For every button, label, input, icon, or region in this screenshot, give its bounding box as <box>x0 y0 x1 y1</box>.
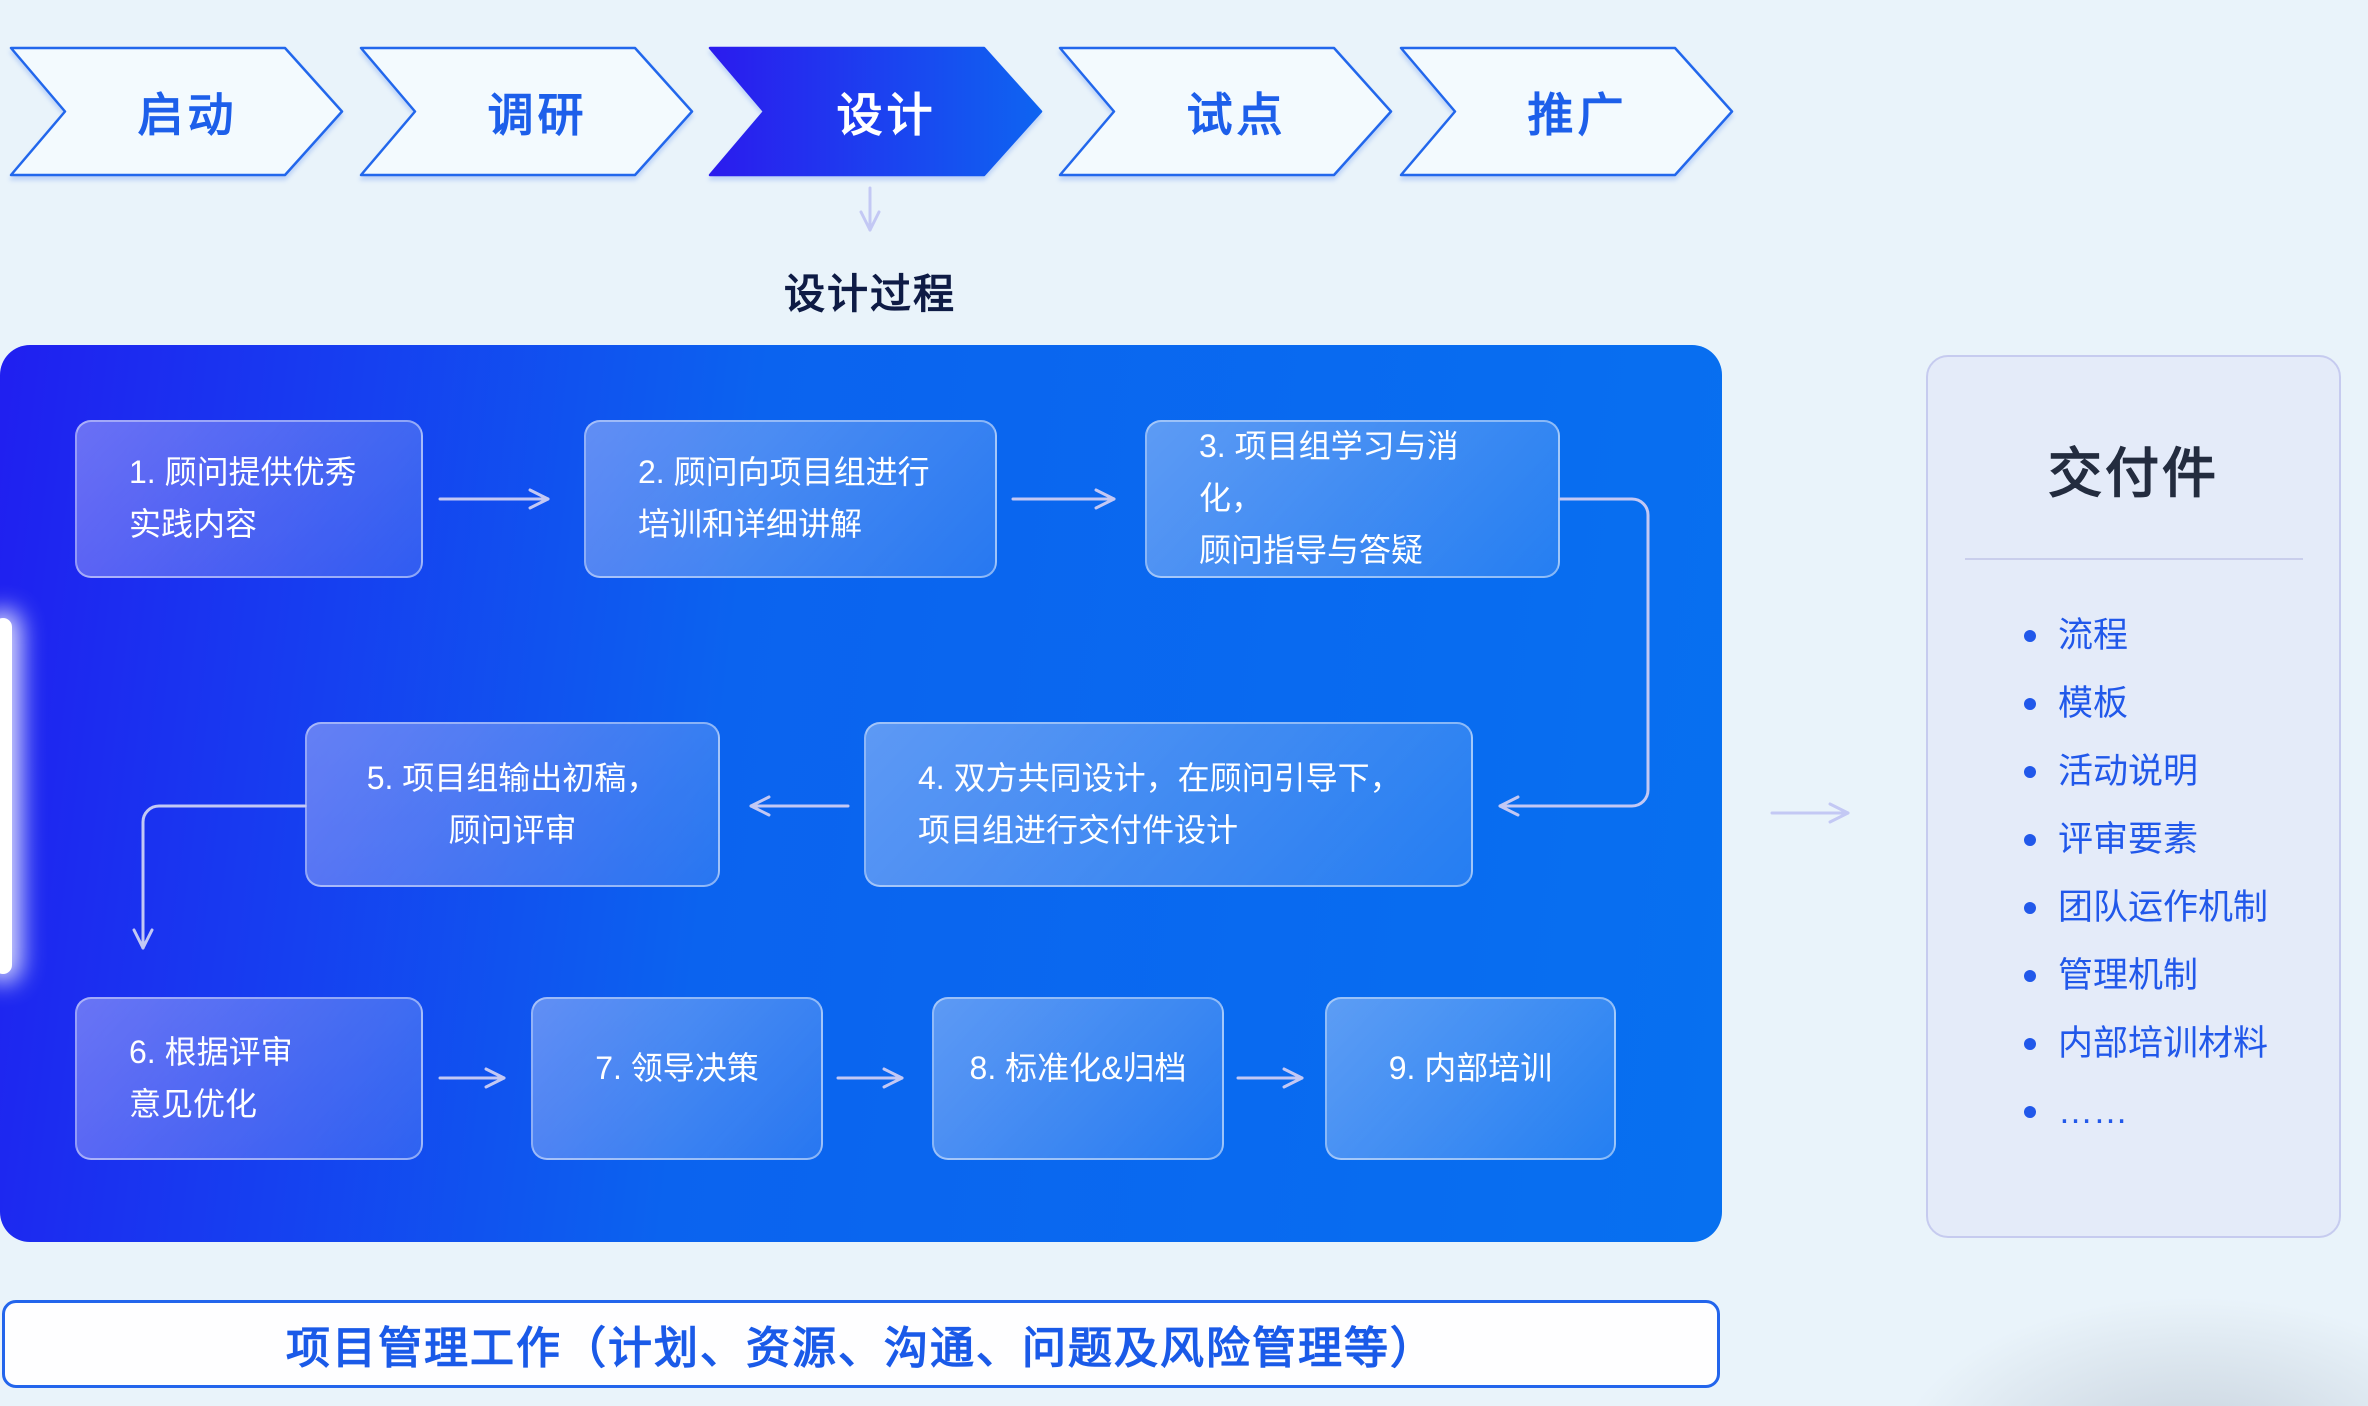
deliverable-item: 模板 <box>2024 686 2339 721</box>
stage-label: 试点 <box>1186 88 1287 141</box>
stage-start: 启动 <box>8 45 345 178</box>
bullet-dot-icon <box>2024 766 2036 778</box>
stage-research: 调研 <box>358 45 695 178</box>
stage-label: 设计 <box>836 88 937 141</box>
deliverable-item: 流程 <box>2024 618 2339 653</box>
bullet-dot-icon <box>2024 902 2036 914</box>
chevron-shape <box>9 46 344 177</box>
flow-step-3: 3. 项目组学习与消化， 顾问指导与答疑 <box>1145 420 1560 578</box>
left-edge-notch <box>0 618 12 974</box>
bullet-dot-icon <box>2024 970 2036 982</box>
design-process-panel <box>0 345 1722 1242</box>
deliverable-item: 管理机制 <box>2024 958 2339 993</box>
process-label: 设计过程 <box>784 271 956 317</box>
flow-step-9: 9. 内部培训 <box>1325 997 1616 1160</box>
flow-step-2: 2. 顾问向项目组进行 培训和详细讲解 <box>584 420 997 578</box>
bullet-dot-icon <box>2024 698 2036 710</box>
bullet-dot-icon <box>2024 834 2036 846</box>
deliverable-label: …… <box>2058 1094 2128 1129</box>
corner-shadow <box>1748 1106 2368 1406</box>
stage-design-active: 设计 <box>707 45 1044 178</box>
deliverable-label: 内部培训材料 <box>2058 1024 2269 1063</box>
deliverable-item: 活动说明 <box>2024 754 2339 789</box>
deliverables-divider <box>1964 558 2303 560</box>
project-management-bar: 项目管理工作（计划、资源、沟通、问题及风险管理等） <box>2 1300 1720 1388</box>
bullet-dot-icon <box>2024 1106 2036 1118</box>
deliverable-item: 团队运作机制 <box>2024 890 2339 925</box>
deliverables-title: 交付件 <box>2048 444 2219 504</box>
stage-label: 调研 <box>487 88 588 141</box>
flow-step-8: 8. 标准化&归档 <box>932 997 1224 1160</box>
flow-step-6: 6. 根据评审 意见优化 <box>75 997 423 1160</box>
deliverable-label: 流程 <box>2058 616 2129 655</box>
flow-step-7: 7. 领导决策 <box>531 997 823 1160</box>
flow-step-5: 5. 项目组输出初稿， 顾问评审 <box>305 722 720 887</box>
deliverable-item: 评审要素 <box>2024 822 2339 857</box>
stage-label: 启动 <box>137 88 238 141</box>
chevron-shape <box>1058 46 1393 177</box>
stage-label: 推广 <box>1527 88 1628 141</box>
flow-step-4: 4. 双方共同设计，在顾问引导下， 项目组进行交付件设计 <box>864 722 1473 887</box>
deliverable-label: 模板 <box>2058 684 2129 723</box>
bullet-dot-icon <box>2024 630 2036 642</box>
deliverable-label: 团队运作机制 <box>2058 888 2269 927</box>
deliverable-label: 评审要素 <box>2058 820 2199 859</box>
deliverables-list: 流程 模板 活动说明 评审要素 团队运作机制 管理机制 内部培训材料 …… <box>1928 618 2339 1129</box>
chevron-shape <box>708 46 1043 177</box>
stage-pilot: 试点 <box>1057 45 1394 178</box>
deliverables-panel: 交付件 流程 模板 活动说明 评审要素 团队运作机制 管理机制 内部培训材料 …… <box>1926 355 2341 1238</box>
flow-step-1: 1. 顾问提供优秀 实践内容 <box>75 420 423 578</box>
deliverable-label: 活动说明 <box>2058 752 2199 791</box>
deliverable-item: 内部培训材料 <box>2024 1026 2339 1061</box>
stage-rollout: 推广 <box>1398 45 1735 178</box>
chevron-shape <box>1399 46 1734 177</box>
bullet-dot-icon <box>2024 1038 2036 1050</box>
chevron-shape <box>359 46 694 177</box>
deliverable-item: …… <box>2024 1094 2339 1129</box>
deliverable-label: 管理机制 <box>2058 956 2199 995</box>
